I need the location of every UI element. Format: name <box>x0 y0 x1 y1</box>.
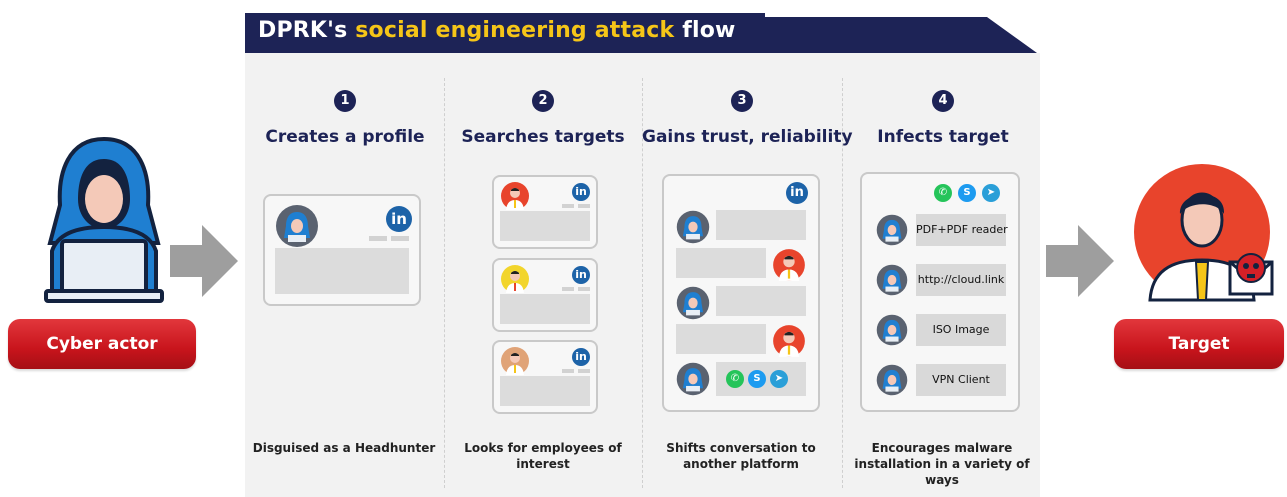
step-3-title: Gains trust, reliability <box>642 127 853 147</box>
placeholder-line <box>562 369 574 373</box>
step-2-description: Looks for employees of interest <box>464 441 622 471</box>
title-highlight: social engineering attack <box>355 18 675 43</box>
step-1-number: 1 <box>334 90 356 112</box>
placeholder-line <box>578 369 590 373</box>
employee-avatar <box>501 182 529 210</box>
title-banner <box>245 13 1037 53</box>
hacker-avatar <box>876 214 908 246</box>
step-4-title: Infects target <box>877 127 1009 147</box>
hacker-avatar <box>276 205 318 247</box>
target-label: Target <box>1114 319 1284 369</box>
cyber-actor-icon <box>44 136 164 303</box>
step-3-description: Shifts conversation to another platform <box>666 441 816 471</box>
skype-icon: S <box>958 184 976 202</box>
chat-bubble <box>676 248 766 278</box>
linkedin-icon: in <box>386 206 412 232</box>
linkedin-icon: in <box>786 182 808 204</box>
target-card: in <box>492 258 598 332</box>
linkedin-icon: in <box>572 348 590 366</box>
placeholder-line <box>562 204 574 208</box>
step-1-description: Disguised as a Headhunter <box>252 441 436 455</box>
employee-avatar <box>501 265 529 293</box>
whatsapp-icon: ✆ <box>934 184 952 202</box>
placeholder-line <box>562 287 574 291</box>
placeholder-line <box>578 204 590 208</box>
hacker-avatar <box>876 264 908 296</box>
hacker-avatar <box>676 286 710 320</box>
profile-body <box>275 248 409 294</box>
step-2-title: Searches targets <box>461 127 625 147</box>
step-1-title: Creates a profile <box>265 127 425 147</box>
employee-avatar <box>773 249 805 281</box>
skype-icon: S <box>748 370 766 388</box>
title-prefix: DPRK's <box>258 18 348 43</box>
employee-avatar <box>501 347 529 375</box>
telegram-icon: ➤ <box>770 370 788 388</box>
infection-method: ISO Image <box>916 314 1006 346</box>
step-4-number: 4 <box>932 90 954 112</box>
target-icon <box>1134 164 1274 302</box>
card-body <box>500 211 590 241</box>
column-divider <box>444 78 445 488</box>
telegram-icon: ➤ <box>982 184 1000 202</box>
target-card: in <box>492 175 598 249</box>
placeholder-line <box>369 236 387 241</box>
whatsapp-icon: ✆ <box>726 370 744 388</box>
step-3-number: 3 <box>731 90 753 112</box>
infection-card: ✆ S ➤ PDF+PDF reader http://cloud.link I… <box>860 172 1020 412</box>
hacker-avatar <box>876 364 908 396</box>
page-title: DPRK's social engineering attack flow <box>258 18 736 43</box>
profile-card: in <box>263 194 421 306</box>
hacker-avatar <box>676 210 710 244</box>
chat-card: in ✆ S ➤ <box>662 174 820 412</box>
cyber-actor-label: Cyber actor <box>8 319 196 369</box>
hacker-avatar <box>676 362 710 396</box>
arrow-right-icon <box>170 225 238 297</box>
linkedin-icon: in <box>572 266 590 284</box>
card-body <box>500 376 590 406</box>
card-body <box>500 294 590 324</box>
target-card: in <box>492 340 598 414</box>
hacker-avatar <box>876 314 908 346</box>
chat-bubble <box>716 286 806 316</box>
step-4-description: Encourages malware installation in a var… <box>854 441 1030 487</box>
arrow-right-icon <box>1046 225 1114 297</box>
infection-method: PDF+PDF reader <box>916 214 1008 246</box>
infection-method: http://cloud.link <box>916 264 1006 296</box>
placeholder-line <box>578 287 590 291</box>
column-divider <box>642 78 643 488</box>
placeholder-line <box>391 236 409 241</box>
infection-method: VPN Client <box>916 364 1006 396</box>
employee-avatar <box>773 325 805 357</box>
title-suffix: flow <box>682 18 736 43</box>
column-divider <box>842 78 843 488</box>
linkedin-icon: in <box>572 183 590 201</box>
chat-bubble <box>716 210 806 240</box>
chat-bubble <box>676 324 766 354</box>
step-2-number: 2 <box>532 90 554 112</box>
